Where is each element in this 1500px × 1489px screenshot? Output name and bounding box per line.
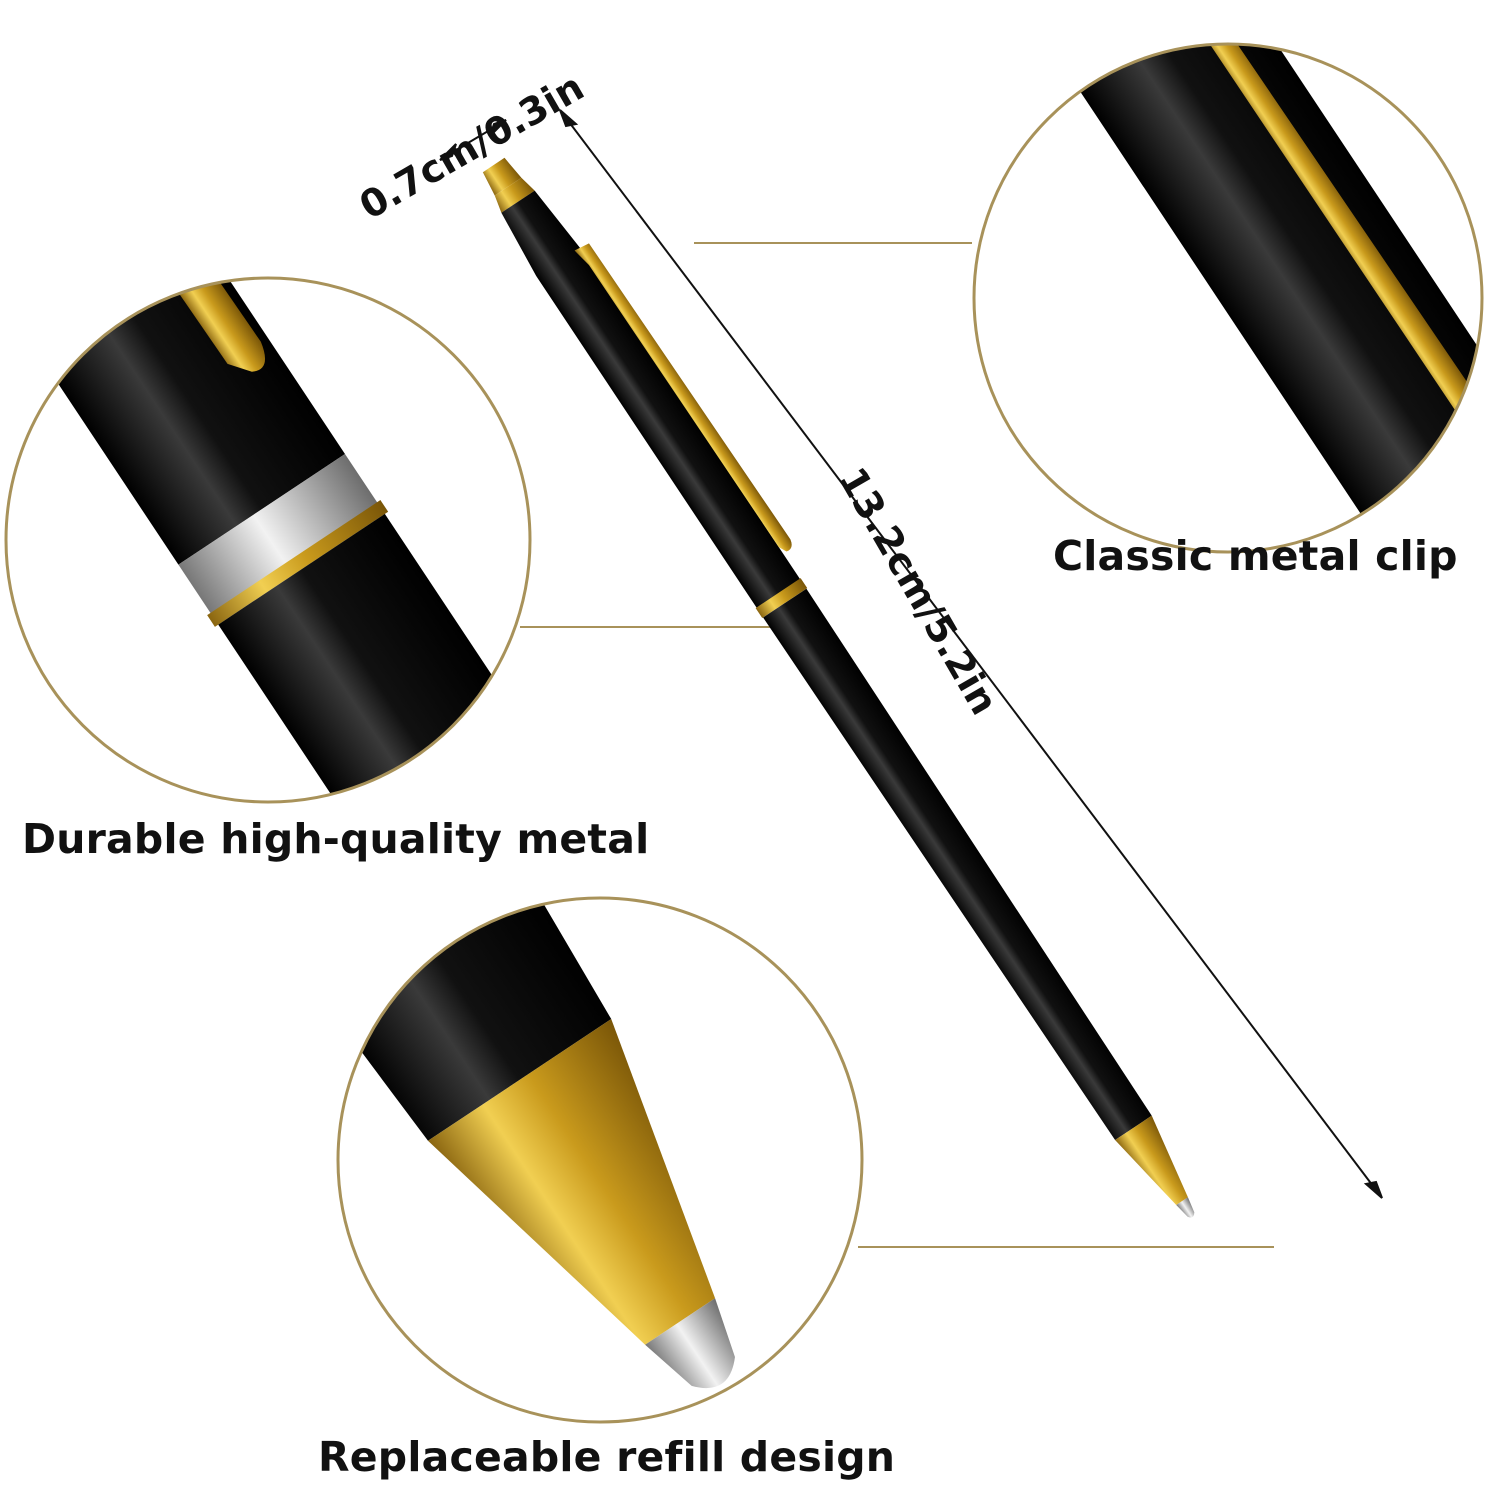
- width-arrow: [445, 123, 501, 157]
- dimension-arrows: [439, 109, 1383, 1199]
- caption-replaceable-refill: Replaceable refill design: [318, 1433, 896, 1481]
- caption-durable-metal: Durable high-quality metal: [22, 815, 650, 863]
- detail-circle-refill: [336, 896, 864, 1424]
- caption-metal-clip: Classic metal clip: [1053, 532, 1458, 580]
- detail-circle-clip: [972, 42, 1484, 554]
- main-pen: [482, 157, 1195, 1218]
- detail-circle-metal: [4, 276, 532, 804]
- length-arrow: [565, 117, 1377, 1191]
- leader-lines: [520, 242, 1274, 1248]
